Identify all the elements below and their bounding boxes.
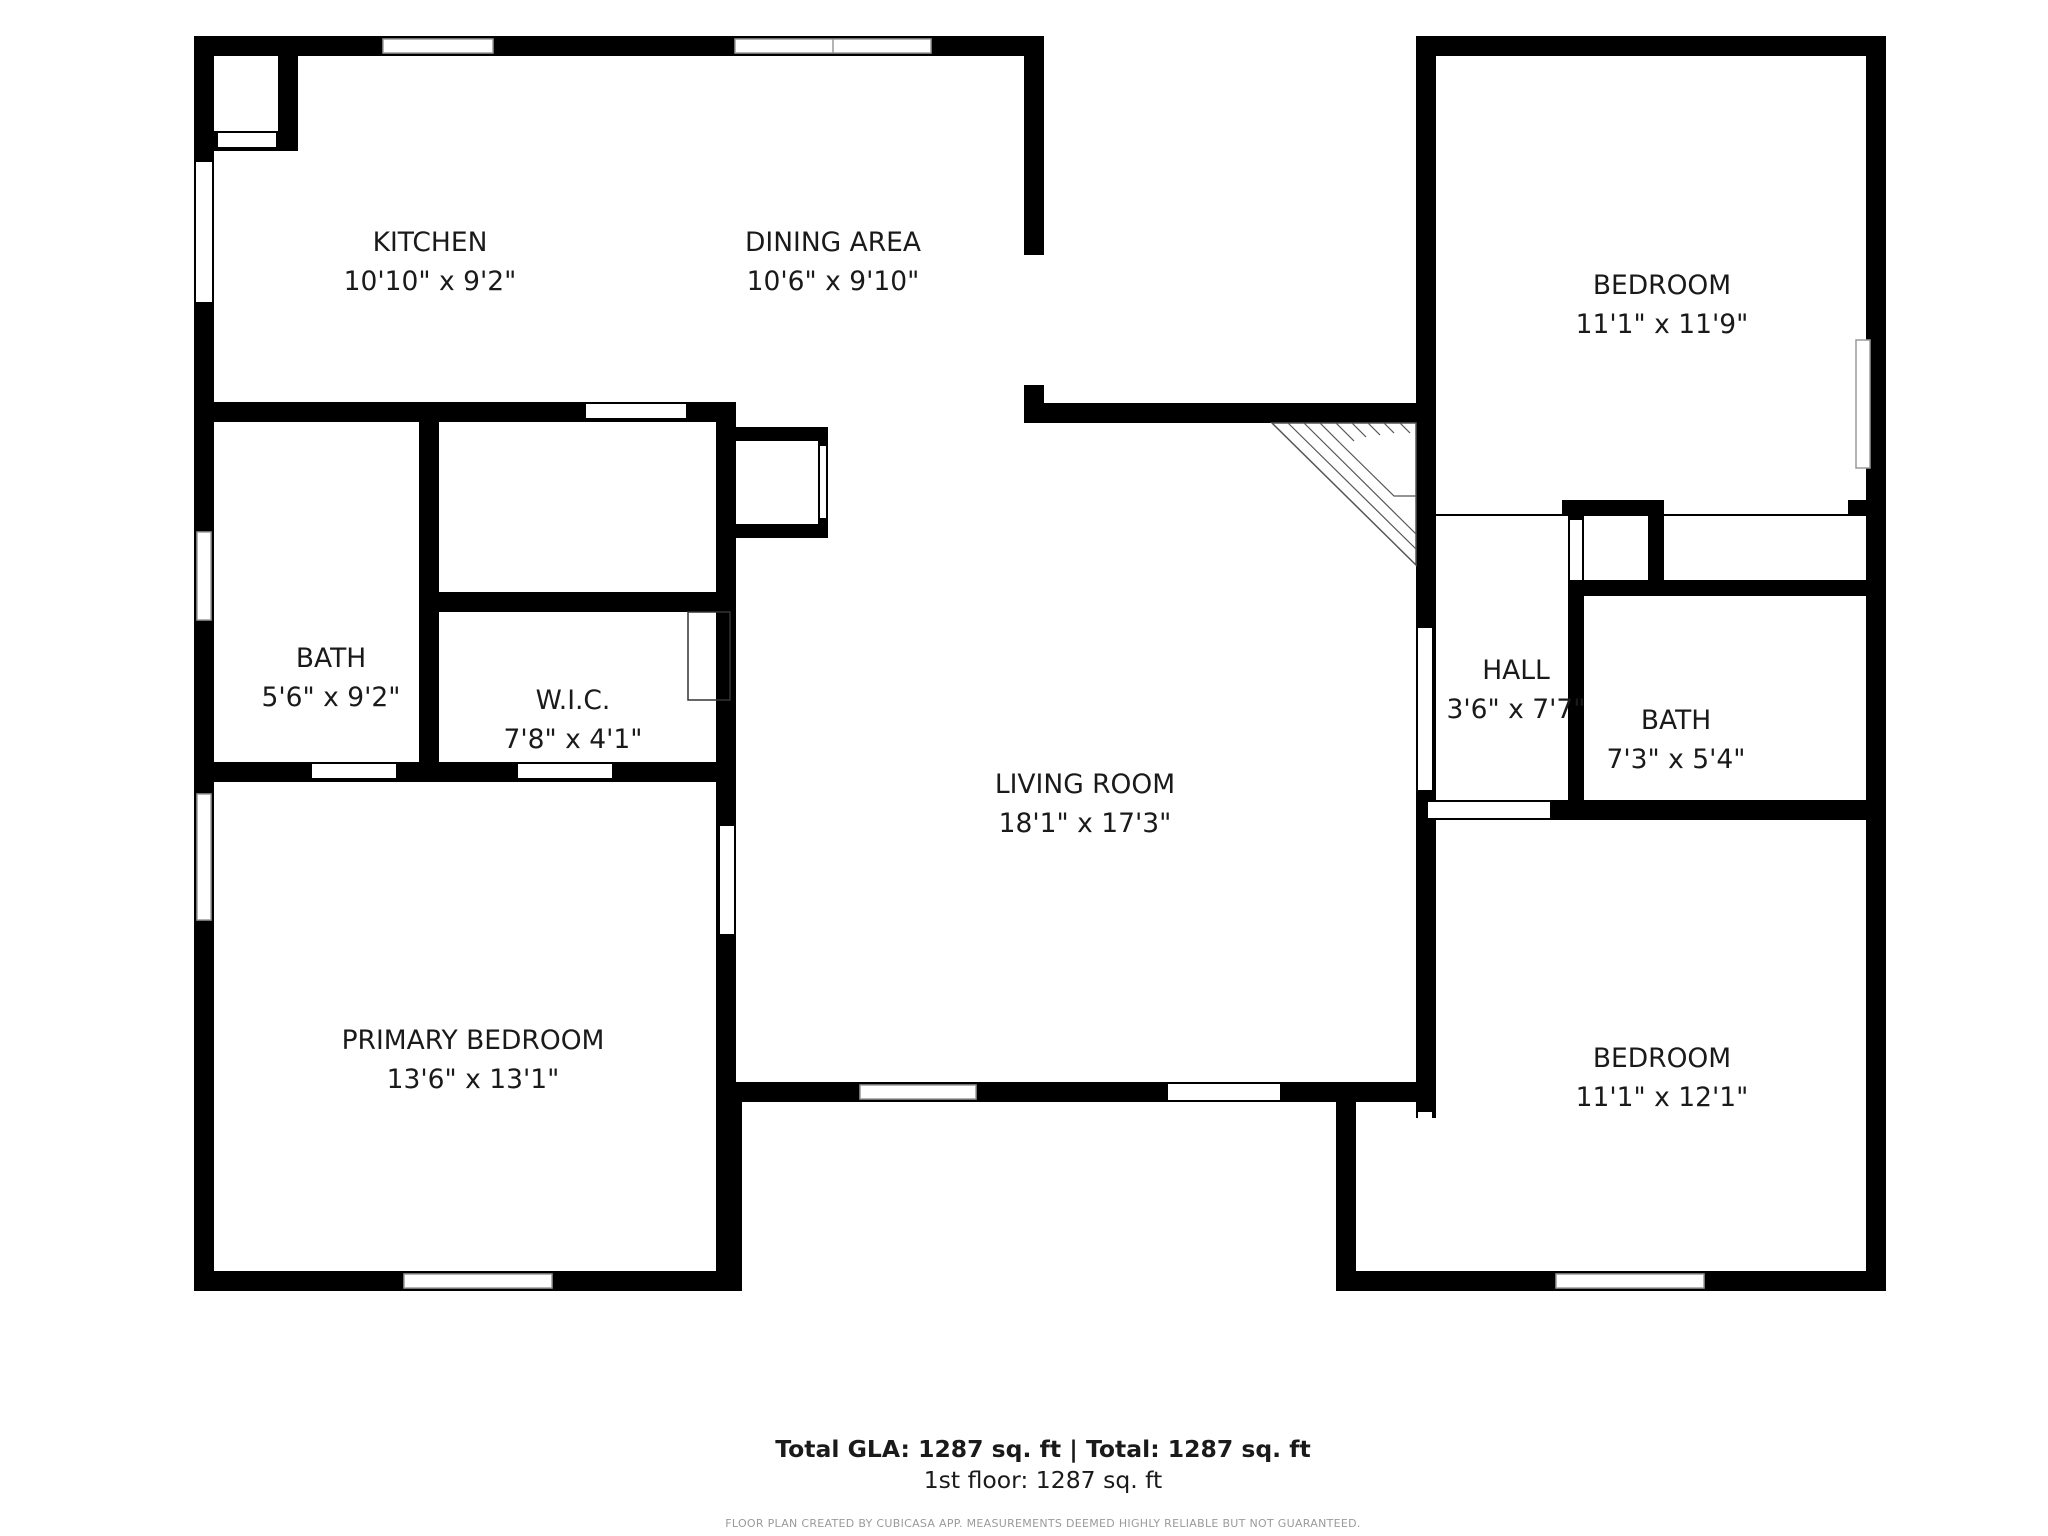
wall [722, 1082, 1432, 1102]
primary-bedroom-dims: 13'6" x 13'1" [387, 1064, 560, 1095]
doorway [720, 826, 734, 934]
doorway [196, 162, 212, 302]
bath-right-label: BATH [1641, 705, 1711, 736]
doorway [1570, 520, 1582, 580]
wall [419, 402, 439, 774]
doorway [518, 764, 612, 778]
window [382, 38, 494, 54]
wall [278, 36, 298, 151]
dining-area-dims: 10'6" x 9'10" [747, 266, 920, 297]
floor-area-text: 1st floor: 1287 sq. ft [924, 1466, 1163, 1494]
hall-dims: 3'6" x 7'7" [1447, 694, 1586, 725]
doorway [820, 446, 826, 518]
primary-bedroom-label: PRIMARY BEDROOM [342, 1025, 605, 1056]
doorway [218, 133, 276, 147]
wall [430, 592, 730, 612]
dining-area-label: DINING AREA [745, 227, 921, 258]
bedroom-top-label: BEDROOM [1593, 270, 1731, 301]
wall [1866, 36, 1886, 1291]
windows [196, 38, 1871, 1289]
summary: Total GLA: 1287 sq. ft | Total: 1287 sq.… [725, 1435, 1360, 1530]
wall [736, 427, 828, 441]
window [1855, 339, 1871, 469]
kitchen-dims: 10'10" x 9'2" [344, 266, 517, 297]
doorway [1418, 628, 1432, 790]
wall [1024, 403, 1430, 423]
living-room-dims: 18'1" x 17'3" [999, 808, 1172, 839]
kitchen-label: KITCHEN [373, 227, 488, 258]
wall [1648, 500, 1664, 592]
bath-left-dims: 5'6" x 9'2" [262, 682, 401, 713]
doorway [1428, 802, 1550, 818]
living-room-label: LIVING ROOM [995, 769, 1175, 800]
wall [1416, 36, 1886, 56]
window [859, 1084, 977, 1100]
stair-area [1270, 422, 1417, 567]
doorway [1024, 255, 1044, 385]
window [403, 1273, 553, 1289]
window [196, 531, 212, 621]
stairs [1270, 422, 1417, 567]
wall [1568, 580, 1886, 596]
bedroom-top-dims: 11'1" x 11'9" [1576, 309, 1749, 340]
doorway [1418, 1112, 1432, 1262]
stair-landing [1339, 442, 1416, 497]
hall-label: HALL [1482, 655, 1550, 686]
total-gla-text: Total GLA: 1287 sq. ft | Total: 1287 sq.… [775, 1435, 1311, 1463]
room-labels: KITCHEN 10'10" x 9'2" DINING AREA 10'6" … [262, 227, 1749, 1113]
window [196, 793, 212, 921]
doorway [1168, 1084, 1280, 1100]
bath-left-label: BATH [296, 643, 366, 674]
bath-right-dims: 7'3" x 5'4" [1607, 744, 1746, 775]
openings [196, 133, 1848, 1262]
disclaimer-text: FLOOR PLAN CREATED BY CUBICASA APP. MEAS… [725, 1517, 1360, 1530]
window [1555, 1273, 1705, 1289]
wic-dims: 7'8" x 4'1" [504, 724, 643, 755]
closet-shelf [687, 611, 731, 701]
bedroom-bottom-label: BEDROOM [1593, 1043, 1731, 1074]
doorway [1664, 500, 1848, 514]
wall [1336, 1082, 1436, 1098]
bedroom-bottom-dims: 11'1" x 12'1" [1576, 1082, 1749, 1113]
wall [194, 762, 736, 782]
doorway [1436, 500, 1562, 514]
doorway [312, 764, 396, 778]
wall [1336, 1082, 1356, 1291]
doorway [586, 404, 686, 418]
wall [736, 524, 828, 538]
wall [194, 36, 214, 1291]
wic-label: W.I.C. [536, 685, 611, 716]
wall [1416, 36, 1436, 1118]
